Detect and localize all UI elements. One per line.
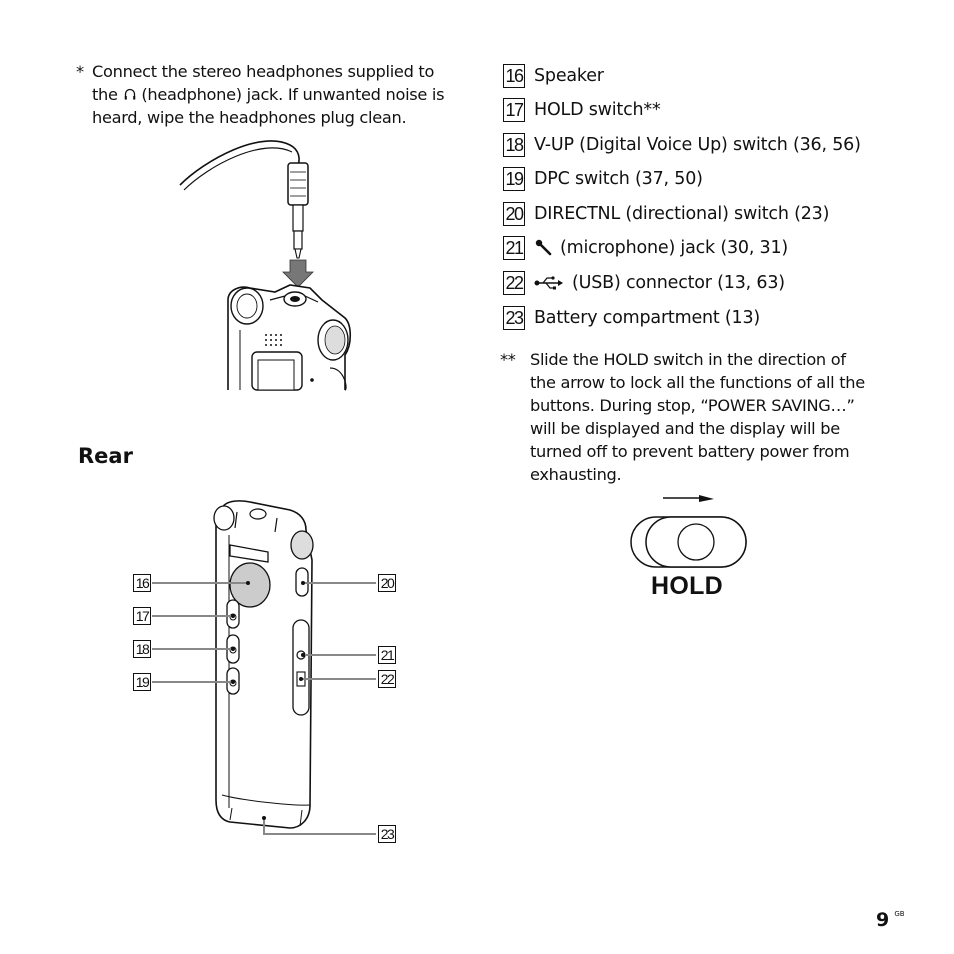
usb-icon [534,275,566,291]
item-number: 16 [503,64,525,88]
headphone-icon [123,84,137,100]
list-item: 19 DPC switch (37, 50) [503,166,703,192]
hold-footnote-line-1: Slide the HOLD switch in the direction o… [530,350,846,369]
callout-17: 17 [133,607,151,625]
item-number: 19 [503,167,525,191]
callout-19: 19 [133,673,151,691]
footnote-line-1: Connect the stereo headphones supplied t… [92,62,435,81]
callout-16: 16 [133,574,151,592]
list-item: 18 V-UP (Digital Voice Up) switch (36, 5… [503,132,861,158]
item-text: (microphone) jack (30, 31) [560,238,789,258]
item-number: 21 [503,236,525,260]
item-text: V-UP (Digital Voice Up) switch (36, 56) [534,135,861,155]
page-number: 9 GB [876,909,905,931]
item-number: 22 [503,271,525,295]
hold-footnote-line-4: will be displayed and the display will b… [530,419,840,438]
microphone-icon [534,238,554,258]
footnote-marker: * [76,62,84,81]
list-item: 20 DIRECTNL (directional) switch (23) [503,201,829,227]
item-number: 20 [503,202,525,226]
hold-footnote-line-6: exhausting. [530,465,622,484]
item-number: 17 [503,98,525,122]
footnote-line-2: the (headphone) jack. If unwanted noise … [92,83,445,106]
item-text: DIRECTNL (directional) switch (23) [534,204,830,224]
footnote-line-2-post: (headphone) jack. If unwanted noise is [141,85,445,104]
hold-label: HOLD [651,572,724,600]
list-item: 21 (microphone) jack (30, 31) [503,235,788,261]
list-item: 17 HOLD switch** [503,97,661,123]
list-item: 23 Battery compartment (13) [503,305,760,331]
footnote-line-3: heard, wipe the headphones plug clean. [92,108,407,127]
page-number-suffix: GB [894,910,905,918]
callout-18: 18 [133,640,151,658]
hold-footnote-line-3: buttons. During stop, “POWER SAVING…” [530,396,855,415]
hold-footnote-marker: ** [500,350,516,369]
callout-22: 22 [378,670,396,688]
list-item: 22 (USB) connector (13, 63) [503,270,785,296]
item-number: 23 [503,306,525,330]
item-number: 18 [503,133,525,157]
footnote-line-2-pre: the [92,85,118,104]
callout-21: 21 [378,646,396,664]
item-text: DPC switch (37, 50) [534,169,703,189]
item-text: (USB) connector (13, 63) [572,273,785,293]
hold-footnote-line-5: turned off to prevent battery power from [530,442,850,461]
item-text: Speaker [534,66,604,86]
list-item: 16 Speaker [503,63,604,89]
callout-20: 20 [378,574,396,592]
item-text: HOLD switch** [534,100,661,120]
callout-23: 23 [378,825,396,843]
item-text: Battery compartment (13) [534,308,761,328]
hold-footnote-line-2: the arrow to lock all the functions of a… [530,373,865,392]
rear-heading: Rear [78,444,133,468]
page-number-value: 9 [876,909,890,931]
